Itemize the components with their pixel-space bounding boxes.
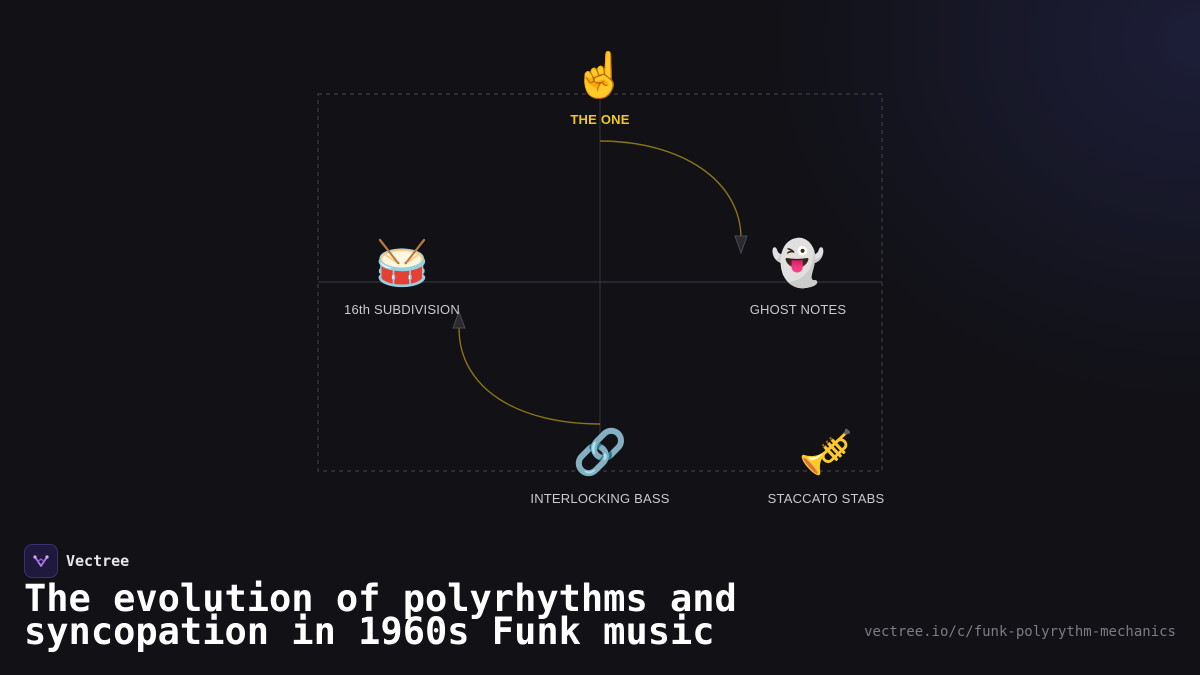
arrow-bass-to-subdivision: [458, 327, 601, 425]
source-url[interactable]: vectree.io/c/funk-polyrythm-mechanics: [864, 624, 1176, 640]
node-the-one[interactable]: ☝️ THE ONE: [570, 50, 629, 127]
node-label-staccato-stabs: STACCATO STABS: [767, 491, 885, 506]
brand[interactable]: Vectree: [24, 544, 129, 578]
page-title: The evolution of polyrhythms and syncopa…: [24, 577, 737, 653]
node-label-ghost-notes: GHOST NOTES: [749, 302, 847, 317]
node-interlocking-bass[interactable]: 🔗 INTERLOCKING BASS: [530, 427, 669, 506]
brand-name: Vectree: [66, 552, 130, 570]
arrowhead-ghost-notes: [734, 235, 748, 255]
trumpet-icon: 🎺: [798, 428, 854, 477]
node-label-interlocking-bass: INTERLOCKING BASS: [530, 491, 670, 506]
node-label-the-one: THE ONE: [570, 112, 630, 127]
node-16th-subdivision[interactable]: 🥁 16th SUBDIVISION: [344, 238, 460, 317]
link-icon: 🔗: [572, 428, 628, 477]
arrow-one-to-ghost-notes: [599, 140, 742, 241]
node-label-16th-subdivision: 16th SUBDIVISION: [344, 302, 460, 317]
drum-icon: 🥁: [374, 239, 430, 288]
arrowhead-subdivision: [452, 310, 466, 329]
vectree-logo-icon: [24, 544, 58, 578]
pointing-finger-icon: ☝️: [572, 51, 628, 100]
node-ghost-notes[interactable]: 👻 GHOST NOTES: [750, 238, 847, 317]
node-staccato-stabs[interactable]: 🎺 STACCATO STABS: [768, 427, 885, 506]
ghost-icon: 👻: [770, 239, 826, 288]
